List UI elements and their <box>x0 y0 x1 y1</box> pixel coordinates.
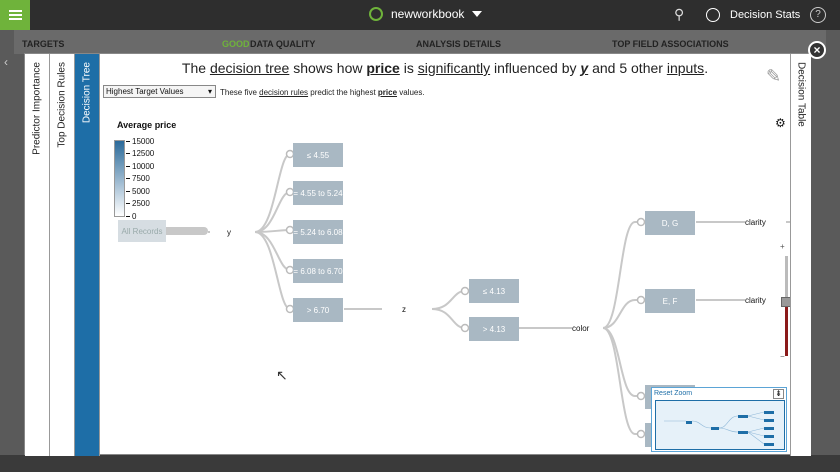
tab-label: Predictor Importance <box>31 62 43 155</box>
section-targets: TARGETS <box>22 39 65 49</box>
section-top-field-associations: TOP FIELD ASSOCIATIONS <box>612 39 729 49</box>
tab-label: Decision Tree <box>81 62 93 124</box>
decision-tree-content: The decision tree shows how price is sig… <box>100 54 790 456</box>
background-section-headers: TARGETS GOOD DATA QUALITY ANALYSIS DETAI… <box>14 30 826 54</box>
headline-text: shows how <box>289 60 367 76</box>
user-menu[interactable]: Decision Stats <box>706 8 800 22</box>
headline: The decision tree shows how price is sig… <box>100 60 790 76</box>
legend-title: Average price <box>117 120 177 130</box>
tree-node-z-2[interactable]: > 4.13 <box>469 317 519 341</box>
tab-top-decision-rules[interactable]: Top Decision Rules <box>50 54 75 456</box>
split-label-y: y <box>227 228 231 237</box>
tree-node-y-3[interactable]: = 5.24 to 6.08 <box>293 220 343 244</box>
mouse-cursor-icon: ↖ <box>276 367 288 383</box>
tree-root-node[interactable]: All Records <box>118 220 166 242</box>
workbook-selector[interactable]: newworkbook <box>369 7 483 21</box>
tree-node-y-2[interactable]: = 4.55 to 5.24 <box>293 181 343 205</box>
chevron-down-icon <box>472 11 483 17</box>
significantly-link[interactable]: significantly <box>417 60 491 76</box>
tab-decision-table[interactable]: Decision Table <box>790 54 811 456</box>
tree-node-y-1[interactable]: ≤ 4.55 <box>293 143 343 167</box>
input-field[interactable]: y <box>580 60 589 76</box>
legend-tick: 10000 <box>126 162 154 171</box>
split-label-clarity: clarity <box>745 296 766 305</box>
tab-label: Top Decision Rules <box>56 62 68 148</box>
split-label-z: z <box>402 305 406 314</box>
decision-tree-link[interactable]: decision tree <box>209 60 290 76</box>
section-quality-prefix: GOOD <box>222 39 250 49</box>
subtitle: These five decision rules predict the hi… <box>220 88 425 97</box>
split-label-clarity: clarity <box>745 218 766 227</box>
workbook-icon <box>369 7 383 21</box>
tree-node-color-1[interactable]: D, G <box>645 211 695 235</box>
tab-decision-tree[interactable]: Decision Tree <box>75 54 100 456</box>
minimap-viewport[interactable] <box>655 400 785 450</box>
tree-connectors <box>118 149 790 439</box>
headline-text: influenced by <box>490 60 581 76</box>
zoom-handle[interactable] <box>781 297 790 307</box>
tree-node-y-5[interactable]: > 6.70 <box>293 298 343 322</box>
headline-text: The <box>181 60 210 76</box>
legend-tick: 15000 <box>126 137 154 146</box>
zoom-in-icon[interactable]: + <box>780 242 785 251</box>
subtitle-text: values. <box>397 88 425 97</box>
subtitle-text: predict the highest <box>308 88 378 97</box>
tree-node-z-1[interactable]: ≤ 4.13 <box>469 279 519 303</box>
tab-predictor-importance[interactable]: Predictor Importance <box>25 54 50 456</box>
reset-zoom-link[interactable]: Reset Zoom <box>654 390 693 397</box>
legend-tick: 7500 <box>126 174 150 183</box>
legend-tick: 5000 <box>126 187 150 196</box>
download-icon[interactable]: ⇟ <box>773 389 784 399</box>
tab-label: Decision Table <box>795 62 807 127</box>
help-button[interactable]: ? <box>810 7 826 23</box>
tree-node-color-2[interactable]: E, F <box>645 289 695 313</box>
headline-text: and 5 other <box>588 60 667 76</box>
gear-icon[interactable]: ⚙ <box>775 116 786 130</box>
legend-gradient <box>114 140 125 217</box>
scroll-left-icon[interactable]: ‹ <box>4 55 8 69</box>
user-label: Decision Stats <box>730 9 801 21</box>
zoom-slider[interactable]: + − <box>780 242 790 361</box>
tree-node-y-4[interactable]: = 6.08 to 6.70 <box>293 259 343 283</box>
section-data-quality: DATA QUALITY <box>250 39 316 49</box>
legend-tick: 0 <box>126 212 136 221</box>
close-modal-button[interactable]: × <box>808 41 826 59</box>
split-label-color: color <box>572 324 590 333</box>
inputs-link[interactable]: inputs <box>666 60 705 76</box>
pin-icon[interactable]: ⚲ <box>674 6 685 22</box>
zoom-track-upper <box>785 256 788 304</box>
target-field[interactable]: price <box>377 88 398 97</box>
legend-tick: 2500 <box>126 199 150 208</box>
hamburger-menu-button[interactable] <box>0 0 30 30</box>
legend-tick: 12500 <box>126 149 154 158</box>
headline-text: is <box>399 60 418 76</box>
section-analysis-details: ANALYSIS DETAILS <box>416 39 502 49</box>
target-field[interactable]: price <box>366 60 400 76</box>
user-icon <box>706 8 720 22</box>
decision-tree-modal: Predictor Importance Top Decision Rules … <box>24 53 811 456</box>
subtitle-text: These five <box>220 88 260 97</box>
decision-rules-link[interactable]: decision rules <box>259 88 309 97</box>
hamburger-icon <box>8 14 22 16</box>
pin-icon[interactable]: ✎ <box>766 66 782 86</box>
tree-minimap[interactable]: Reset Zoom ⇟ <box>651 387 787 452</box>
workbook-name: newworkbook <box>391 7 465 21</box>
minimap-preview <box>664 411 774 446</box>
top-bar: newworkbook ⚲ Decision Stats ? <box>0 0 840 30</box>
bottom-bar <box>0 455 840 472</box>
rule-type-select[interactable]: Highest Target Values <box>103 85 216 98</box>
zoom-out-icon[interactable]: − <box>780 352 785 361</box>
headline-text: . <box>704 60 709 76</box>
